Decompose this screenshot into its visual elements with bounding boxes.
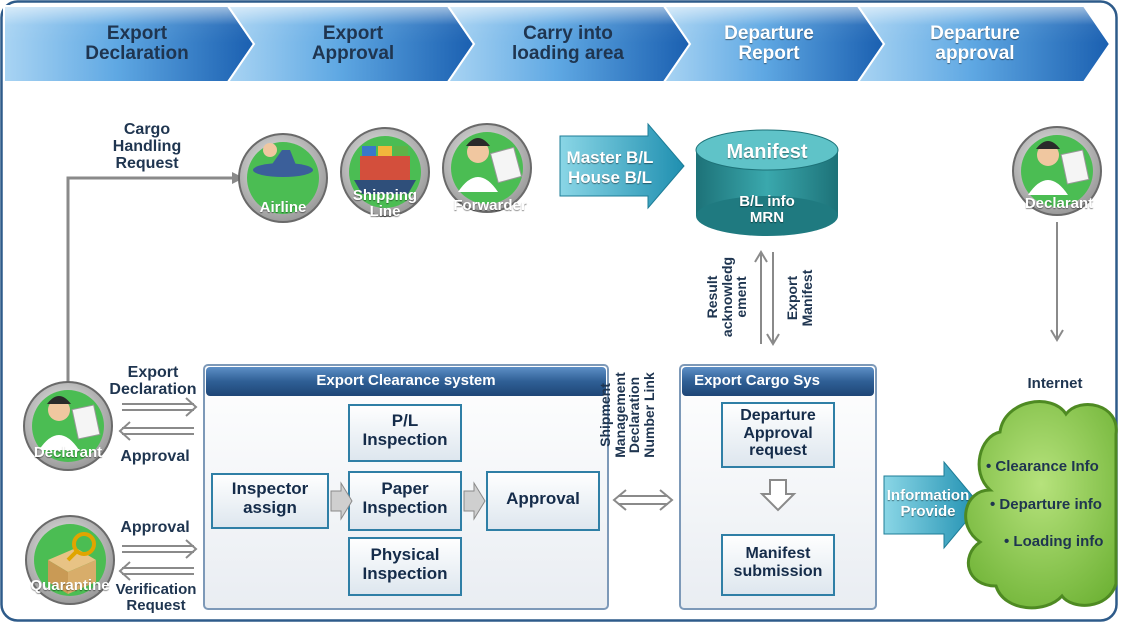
approval-box-label: Approval bbox=[506, 489, 580, 508]
actor-declarant-top-icon bbox=[1012, 126, 1102, 216]
box-approval bbox=[486, 471, 600, 531]
cargo-panel-header bbox=[682, 367, 874, 396]
information-provide-label: Information Provide bbox=[886, 487, 970, 520]
actor-forwarder-icon bbox=[442, 123, 532, 213]
manifest-cylinder bbox=[695, 129, 839, 236]
manifest-title: Manifest bbox=[726, 141, 808, 163]
arrow-request-to-submission bbox=[759, 479, 797, 512]
declaration-arrows bbox=[118, 397, 198, 581]
forwarder-label: Forwarder bbox=[453, 197, 527, 214]
box-physical-inspection bbox=[348, 537, 462, 596]
airline-label: Airline bbox=[259, 199, 307, 216]
actor-airline-icon bbox=[238, 133, 328, 223]
box-manifest-submission bbox=[721, 534, 835, 596]
paper-inspection-label: Paper Inspection bbox=[362, 479, 448, 517]
physical-inspection-label: Physical Inspection bbox=[362, 545, 448, 583]
approval-quarantine-label: Approval bbox=[120, 519, 190, 536]
systems-link-arrow bbox=[612, 489, 674, 511]
actor-shipping-line-icon bbox=[340, 127, 430, 217]
cargo-request-connector bbox=[66, 176, 232, 388]
step-export-declaration: Export Declaration bbox=[85, 23, 189, 64]
result-ack-label: Result acknowledg ement bbox=[704, 256, 750, 338]
step-departure-report: Departure Report bbox=[724, 23, 814, 64]
step-export-approval: Export Approval bbox=[311, 23, 395, 64]
pl-inspection-label: P/L Inspection bbox=[362, 411, 448, 449]
step-carry-into-loading: Carry into loading area bbox=[512, 23, 624, 64]
box-inspector-assign bbox=[211, 473, 329, 529]
clearance-panel-header bbox=[206, 367, 606, 396]
internet-info-loading: • Loading info bbox=[1004, 533, 1104, 550]
departure-request-label: Departure Approval request bbox=[740, 407, 816, 460]
verification-request-label: Verification Request bbox=[115, 581, 197, 614]
clearance-system-title: Export Clearance system bbox=[316, 372, 496, 389]
declarant-left-label: Declarant bbox=[33, 444, 103, 461]
actor-declarant-left-icon bbox=[23, 381, 113, 471]
shipping-line-label: Shipping Line bbox=[352, 187, 418, 220]
arrow-inspector-to-paper bbox=[330, 481, 353, 521]
export-manifest-label: Export Manifest bbox=[784, 269, 815, 327]
actor-quarantine-icon bbox=[25, 515, 115, 605]
box-pl-inspection bbox=[348, 404, 462, 462]
manifest-submission-label: Manifest submission bbox=[733, 545, 823, 580]
bl-arrow bbox=[559, 122, 685, 210]
step-departure-approval: Departure approval bbox=[930, 23, 1020, 64]
cargo-sys-title: Export Cargo Sys bbox=[694, 372, 820, 389]
declarant-top-label: Declarant bbox=[1024, 195, 1094, 212]
inspector-assign-label: Inspector assign bbox=[231, 479, 309, 517]
master-house-bl-label: Master B/L House B/L bbox=[566, 148, 654, 187]
internet-label: Internet bbox=[1027, 375, 1083, 392]
arrow-paper-to-approval bbox=[463, 481, 486, 521]
box-paper-inspection bbox=[348, 471, 462, 531]
manifest-body: B/L info MRN bbox=[739, 193, 795, 226]
box-departure-request bbox=[721, 402, 835, 468]
internet-info-clearance: • Clearance Info bbox=[986, 458, 1099, 475]
internet-cloud bbox=[964, 400, 1118, 610]
approval-declarant-label: Approval bbox=[120, 448, 190, 465]
information-provide-arrow bbox=[883, 460, 981, 550]
quarantine-label: Quarantine bbox=[30, 577, 110, 594]
export-declaration-flow-label: Export Declaration bbox=[109, 364, 197, 398]
cargo-handling-label: Cargo Handling Request bbox=[112, 121, 182, 172]
shipment-link-label: Shipment Management Declaration Number L… bbox=[597, 372, 658, 458]
process-banner bbox=[3, 5, 1112, 83]
internet-info-departure: • Departure info bbox=[990, 496, 1102, 513]
